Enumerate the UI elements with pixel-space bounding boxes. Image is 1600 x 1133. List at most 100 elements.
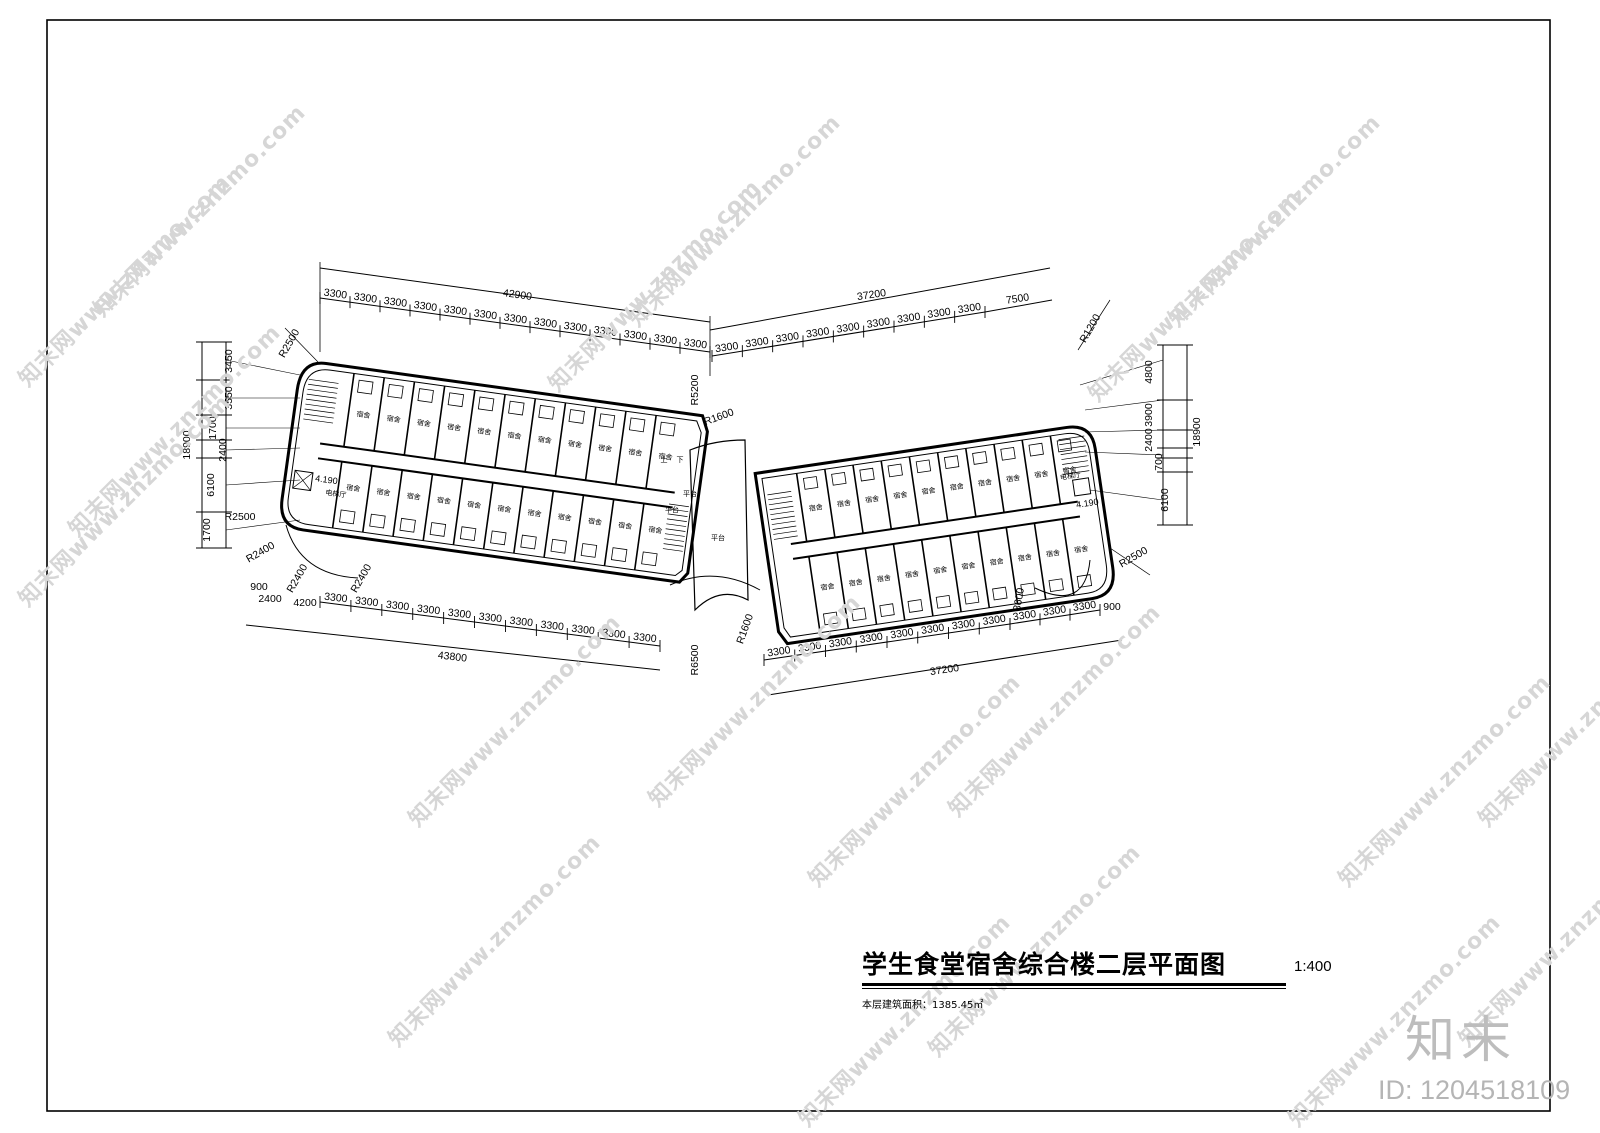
room-label: 宿舍 [933,564,948,575]
dim-top-right-end-line [984,299,1053,313]
stair-tread [668,508,689,513]
room-partition [808,556,821,633]
stair-tread [669,503,689,508]
dim-leader [1079,359,1164,386]
title-underline [862,983,1286,986]
dim-top-left-overall [319,267,711,323]
dim-bottom-right-bay-label: 3300 [767,644,792,659]
room-label: 宿舍 [989,556,1004,567]
stair-tread [662,548,683,552]
room-partition [573,495,585,562]
dim-right-4800: 4800 [1143,360,1155,384]
bathroom-fixture [417,388,434,403]
radius-r2500-bottom-right: R2500 [1117,544,1150,570]
left-terrace-arc [285,524,359,579]
room-label: 宿舍 [1017,552,1032,563]
dim-top-right-bay-line [711,311,986,357]
bathroom-fixture [935,594,952,609]
bathroom-fixture [580,543,598,558]
room-label: 宿舍 [618,520,633,531]
room-label: 宿舍 [587,516,602,527]
room-label: 宿舍 [820,581,835,592]
dim-right-700: 700 [1153,453,1165,471]
stair-up-label: 上 [661,455,668,464]
dim-top-left-bay-label: 3300 [413,299,438,314]
room-partition [920,539,934,617]
dim-top-right-bay-label: 3300 [714,340,739,355]
dim-right-2400: 2400 [1143,428,1155,452]
dim-bl-900: 900 [250,581,268,593]
room-label: 宿舍 [376,487,391,498]
dim-top-right-overall [709,267,1051,331]
dim-left-2400: 2400 [217,438,229,462]
room-partition [633,503,645,571]
bathroom-fixture [887,463,903,478]
dim-bottom-right-bay-end-label: 3300 [1072,599,1097,614]
left-outer-wall [280,361,709,584]
stair-tread [306,393,337,399]
bathroom-fixture [477,396,495,412]
bathroom-fixture [641,551,658,567]
room-partition [362,465,373,533]
room-label: 宿舍 [346,483,361,494]
bathroom-fixture [550,538,567,554]
room-label: 宿舍 [356,409,371,420]
room-label: 宿舍 [836,498,851,509]
image-id-label: ID: 1204518109 [1378,1075,1571,1105]
room-label: 宿舍 [1074,544,1089,555]
stair-tread [1061,455,1088,460]
room-label: 宿舍 [386,413,401,424]
bathroom-fixture [943,455,960,469]
bathroom-fixture [972,451,988,465]
room-label: 宿舍 [961,560,976,571]
dim-leader [225,519,301,531]
dim-bottom-left-bay-label: 3300 [540,619,565,634]
dim-bottom-right-bay-label: 3300 [951,617,976,632]
dim-top-left-bay-label: 3300 [353,291,378,306]
left-inner-wall [287,369,702,577]
floor-plan: 宿舍宿舍宿舍宿舍宿舍宿舍宿舍宿舍宿舍宿舍宿舍宿舍宿舍宿舍宿舍宿舍宿舍宿舍宿舍宿舍… [181,262,1203,696]
dim-bottom-right-bay-label: 3300 [797,640,822,655]
stair-tread [768,500,793,506]
platform-label-b: 平台 [711,533,725,542]
elevator-shaft [292,469,314,492]
dim-top-right-bay-label: 3300 [836,320,861,335]
bathroom-fixture [1056,438,1073,453]
dim-leader [1084,399,1164,411]
room-partition [463,390,476,464]
stair-tread [664,533,685,537]
stair-tread [768,495,792,501]
room-partition [452,478,464,545]
elevator-cross [292,472,314,489]
room-partition [977,531,991,608]
room-label: 宿舍 [848,577,863,588]
stair-tread [772,525,797,530]
bathroom-fixture [568,409,585,424]
room-partition [852,464,864,534]
bathroom-fixture [963,590,980,605]
bathroom-fixture [659,421,676,437]
room-label: 宿舍 [865,494,880,505]
radius-r2400-b: R2400 [284,562,310,595]
dim-top-right-bay-label: 3300 [745,335,770,350]
room-partition [554,402,567,477]
dim-bottom-left-bay-label: 3300 [354,595,379,610]
room-partition [494,394,506,468]
bathroom-fixture [399,517,416,533]
bathroom-fixture [357,379,374,395]
dim-bottom-right-overall [767,639,1123,696]
dim-bottom-left-bay-label: 3300 [478,611,503,626]
room-label: 宿舍 [977,477,992,488]
dim-bottom-left-bay-label: 3300 [571,623,596,638]
platform-label-a: 平台 [683,489,697,498]
dim-top-right-bay-label: 3300 [866,315,891,330]
room-partition [795,473,808,542]
room-label: 宿舍 [949,481,964,492]
room-partition [864,548,878,625]
dim-bottom-left-bay-label: 3300 [633,631,658,646]
room-label: 宿舍 [1034,469,1049,480]
title-block: 学生食堂宿舍综合楼二层平面图 [862,945,1226,981]
room-partition [892,543,906,621]
room-label: 宿舍 [467,499,482,510]
room-label: 宿舍 [537,434,552,445]
